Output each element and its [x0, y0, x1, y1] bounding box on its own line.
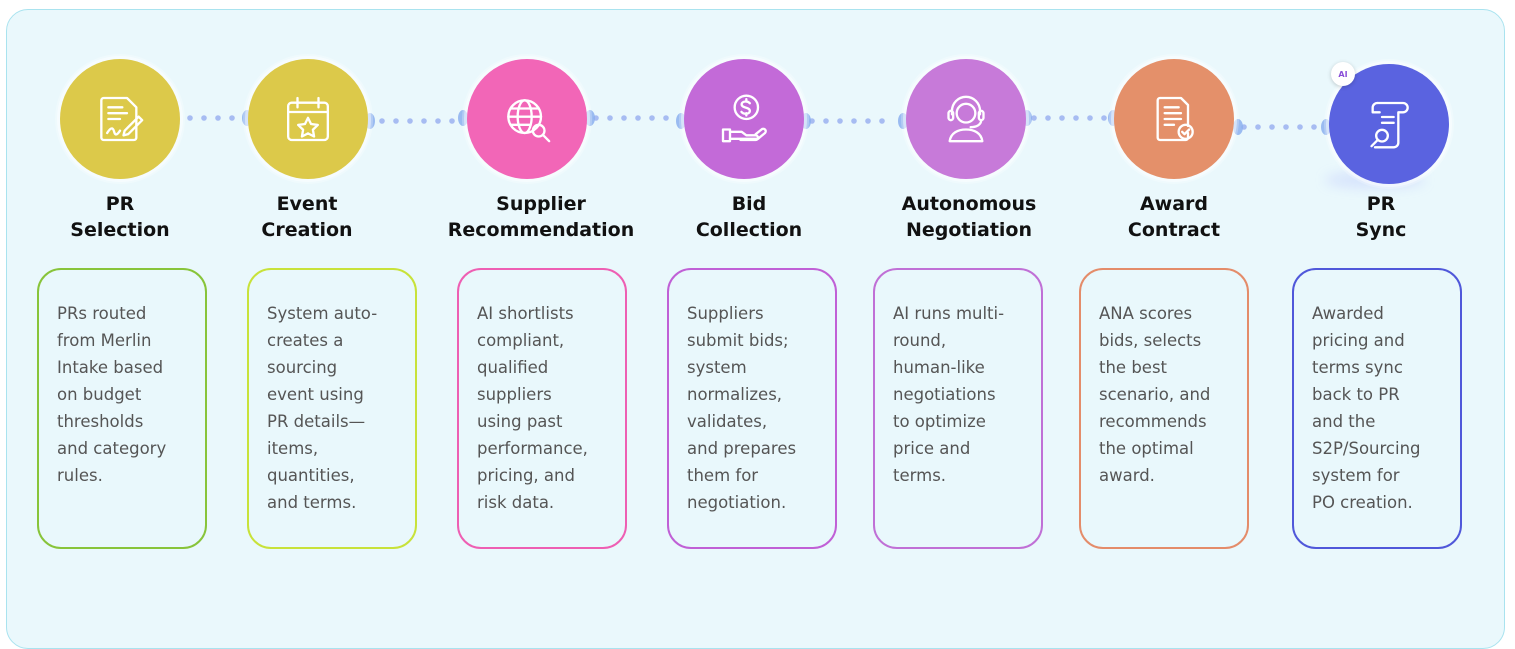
card-line: pricing and — [1312, 331, 1405, 350]
pr-selection-icon-circle — [60, 59, 180, 179]
scroll-search-icon — [1370, 101, 1409, 149]
step-card-award-contract: ANA scores bids, selects the best scenar… — [1079, 268, 1249, 549]
bid-collection-icon-circle — [684, 59, 804, 179]
autonomous-negotiation-icon-circle — [906, 59, 1026, 179]
card-line: negotiation. — [687, 493, 787, 512]
card-line: and the — [1312, 412, 1376, 431]
card-line: pricing, and — [477, 466, 575, 485]
card-line: thresholds — [57, 412, 144, 431]
card-line: PO creation. — [1312, 493, 1413, 512]
card-line: items, — [267, 439, 319, 458]
card-line: and category — [57, 439, 167, 458]
card-line: AI runs multi- — [893, 304, 1005, 323]
event-creation-icon-circle — [248, 59, 368, 179]
card-line: them for — [687, 466, 759, 485]
card-line: system — [687, 358, 747, 377]
card-line: creates a — [267, 331, 344, 350]
card-line: performance, — [477, 439, 588, 458]
connector-dots — [187, 110, 1331, 135]
calendar-star-icon — [287, 96, 329, 142]
card-line: scenario, and — [1099, 385, 1211, 404]
step-card-bid-collection: Suppliers submit bids; system normalizes… — [667, 268, 837, 549]
card-line: System auto- — [267, 304, 378, 323]
card-line: validates, — [687, 412, 768, 431]
document-signature-icon — [100, 96, 144, 142]
supplier-recommendation-icon-circle — [467, 59, 587, 179]
card-line: award. — [1099, 466, 1155, 485]
globe-search-icon — [507, 99, 551, 143]
card-line: from Merlin — [57, 331, 152, 350]
card-line: bids, selects — [1099, 331, 1202, 350]
card-line: the optimal — [1099, 439, 1194, 458]
card-line: quantities, — [267, 466, 355, 485]
card-line: system for — [1312, 466, 1400, 485]
card-line: AI shortlists — [477, 304, 574, 323]
card-line: and terms. — [267, 493, 357, 512]
card-line: negotiations — [893, 385, 996, 404]
card-line: event using — [267, 385, 364, 404]
card-line: sourcing — [267, 358, 338, 377]
card-line: compliant, — [477, 331, 565, 350]
card-line: and prepares — [687, 439, 797, 458]
card-line: back to PR — [1312, 385, 1400, 404]
step-card-autonomous-negotiation: AI runs multi- round, human-like negotia… — [873, 268, 1043, 549]
card-line: terms sync — [1312, 358, 1403, 377]
card-line: terms. — [893, 466, 947, 485]
card-line: human-like — [893, 358, 985, 377]
step-card-pr-selection: PRs routed from Merlin Intake based on b… — [37, 268, 207, 549]
step-card-pr-sync: Awarded pricing and terms sync back to P… — [1292, 268, 1462, 549]
card-line: round, — [893, 331, 947, 350]
step-card-supplier-recommendation: AI shortlists compliant, qualified suppl… — [457, 268, 627, 549]
card-line: S2P/Sourcing — [1312, 439, 1421, 458]
card-line: using past — [477, 412, 563, 431]
card-line: the best — [1099, 358, 1168, 377]
card-line: PR details— — [267, 412, 366, 431]
award-contract-icon-circle — [1114, 59, 1234, 179]
card-line: PRs routed — [57, 304, 147, 323]
hand-coin-icon — [721, 94, 767, 143]
step-card-event-creation: System auto- creates a sourcing event us… — [247, 268, 417, 549]
card-line: suppliers — [477, 385, 552, 404]
headset-agent-icon — [947, 95, 985, 143]
card-line: to optimize — [893, 412, 986, 431]
card-line: submit bids; — [687, 331, 789, 350]
card-line: on budget — [57, 385, 142, 404]
card-line: recommends — [1099, 412, 1207, 431]
card-line: Awarded — [1312, 304, 1384, 323]
card-line: Intake based — [57, 358, 164, 377]
card-line: price and — [893, 439, 971, 458]
card-line: risk data. — [477, 493, 555, 512]
card-line: normalizes, — [687, 385, 783, 404]
card-line: Suppliers — [687, 304, 764, 323]
ai-badge: AI — [1331, 62, 1355, 86]
card-line: qualified — [477, 358, 549, 377]
card-line: rules. — [57, 466, 103, 485]
card-line: ANA scores — [1099, 304, 1193, 323]
contract-check-icon — [1156, 96, 1194, 142]
